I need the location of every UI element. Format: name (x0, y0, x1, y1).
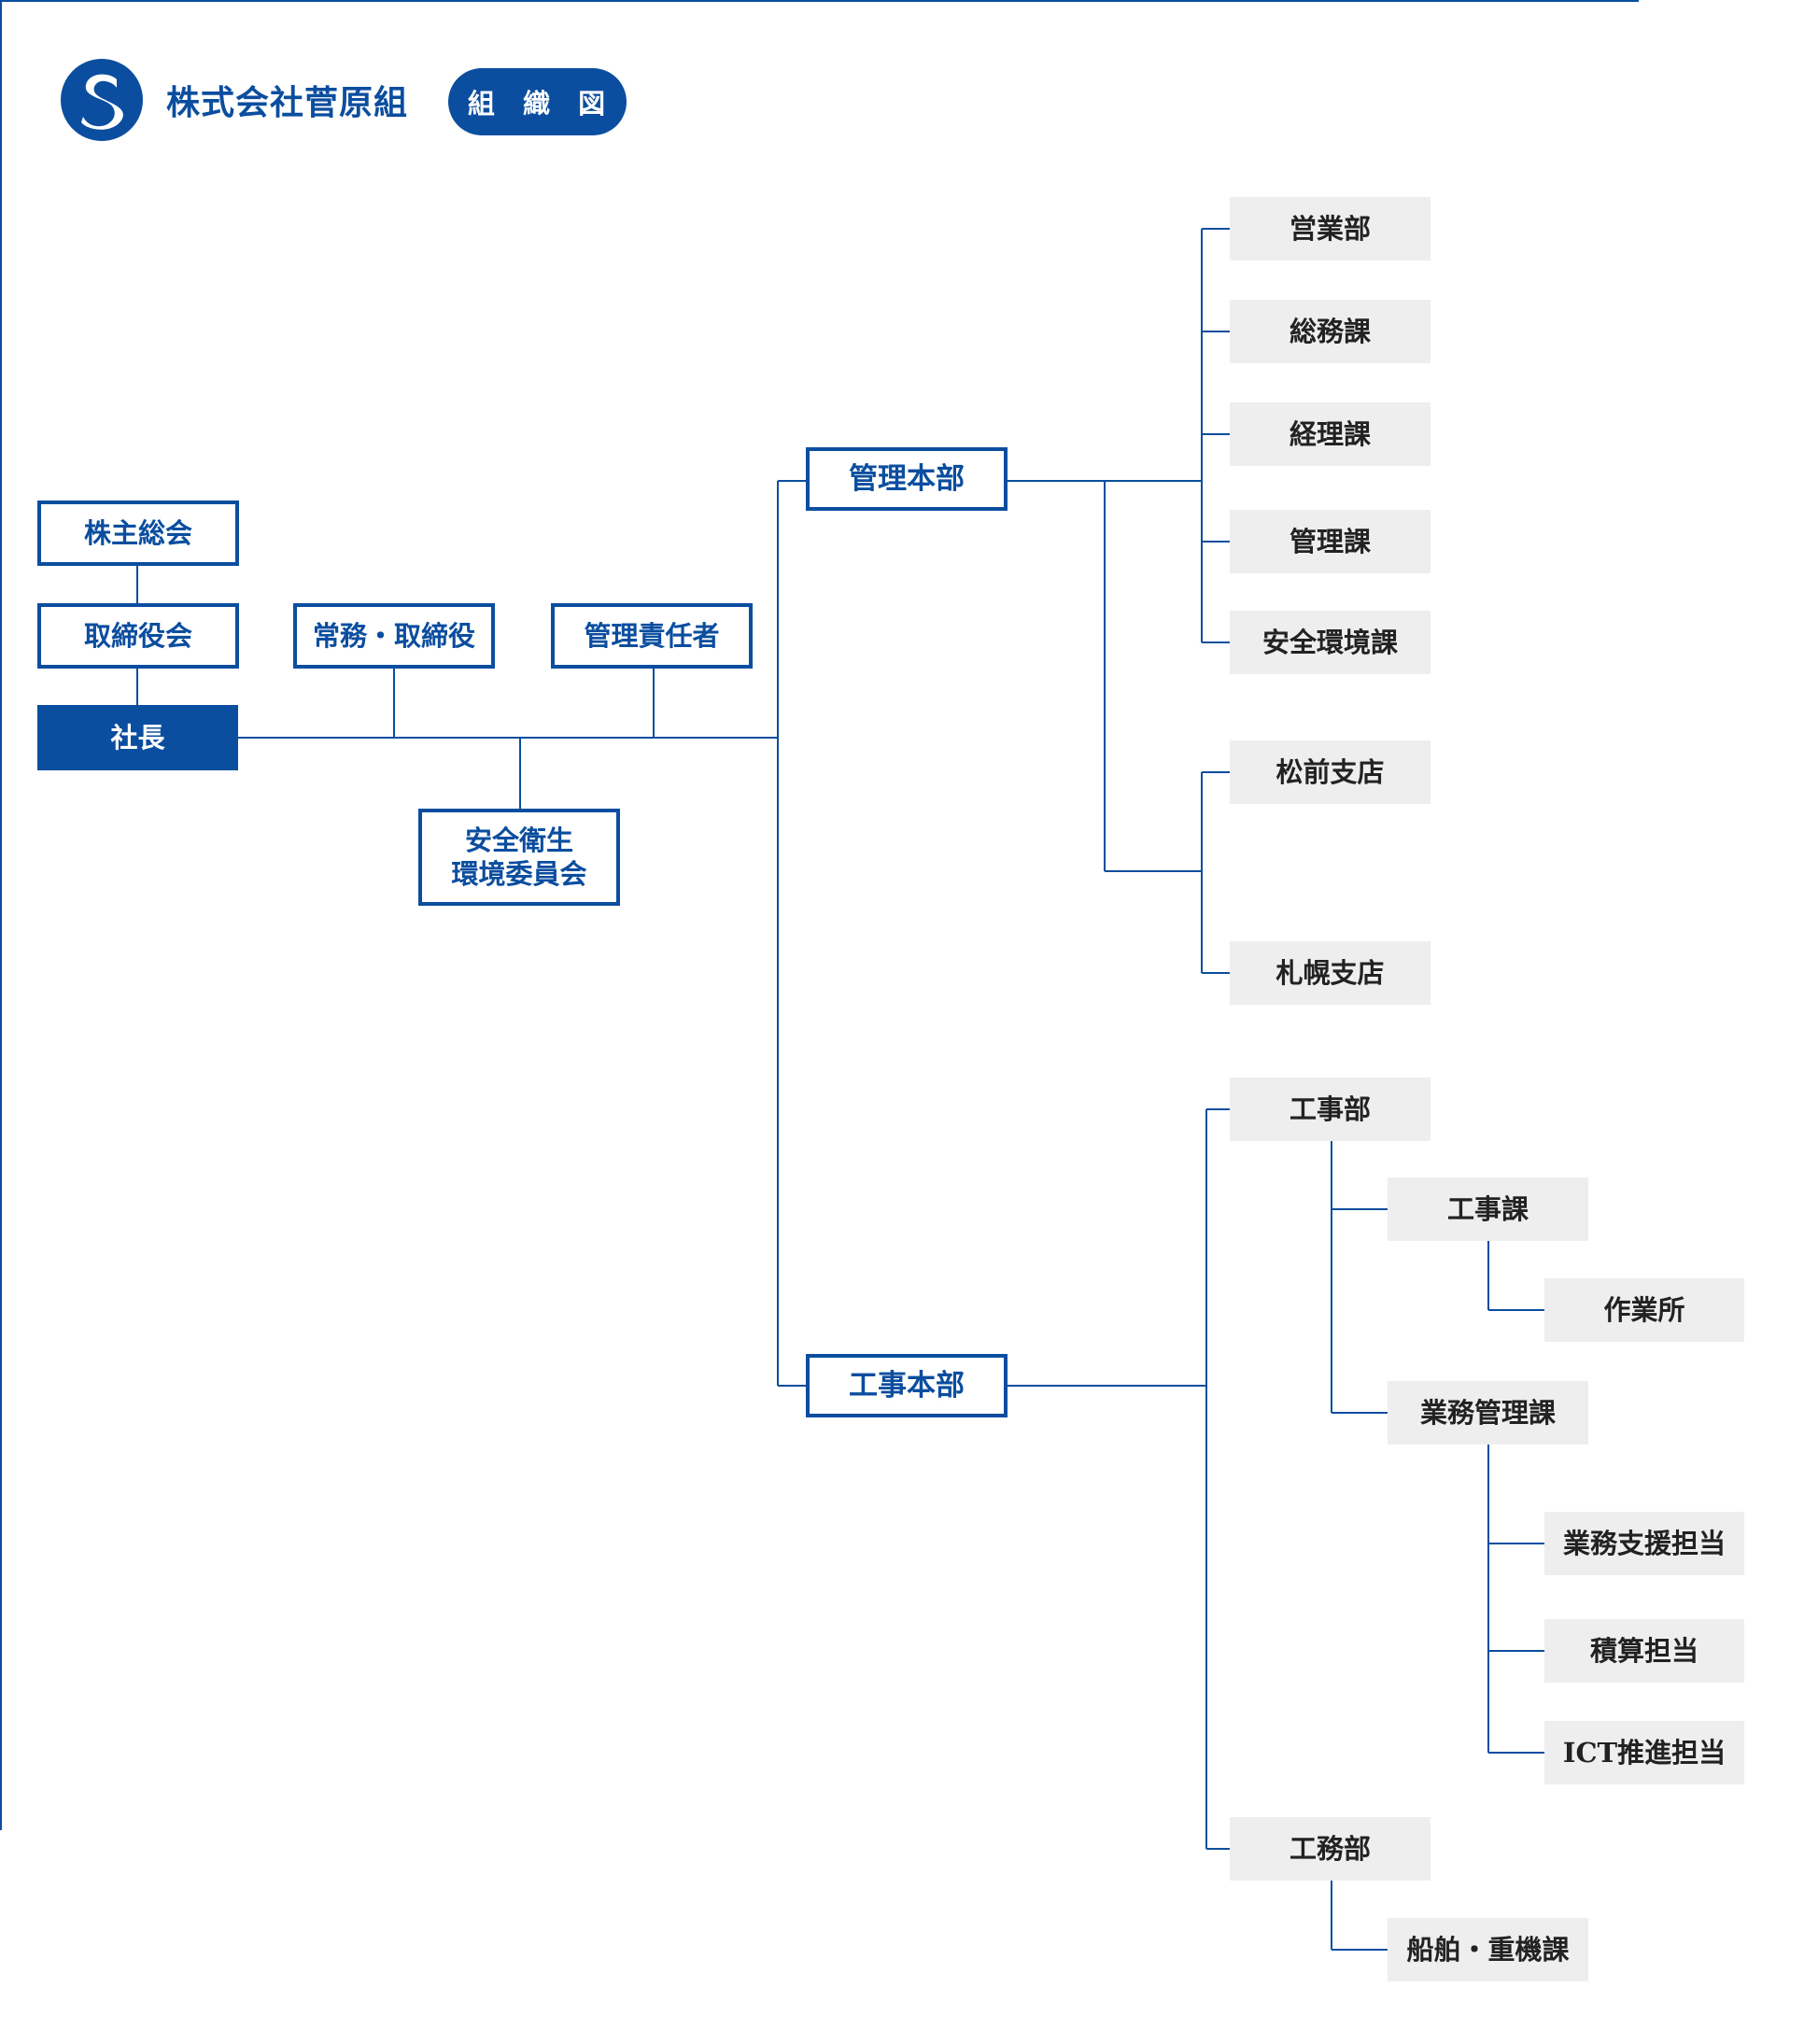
business-management-unit-box: ICT推進担当 (1544, 1721, 1744, 1784)
branch-box: 松前支店 (1230, 740, 1431, 804)
branch-box: 札幌支店 (1230, 941, 1431, 1005)
managing-director-box: 常務・取締役 (293, 603, 495, 669)
frame-top-rule (0, 0, 1639, 2)
construction-dept-box: 工事部 (1230, 1078, 1431, 1141)
worksite-box: 作業所 (1544, 1278, 1744, 1342)
board-of-directors-box: 取締役会 (37, 603, 239, 669)
marine-equipment-section-box: 船舶・重機課 (1388, 1918, 1588, 1981)
construction-headquarters-box: 工事本部 (806, 1354, 1008, 1417)
business-management-section-box: 業務管理課 (1388, 1381, 1588, 1445)
safety-committee-box: 安全衛生 環境委員会 (418, 809, 620, 906)
shareholders-meeting-box: 株主総会 (37, 500, 239, 566)
org-chart-badge: 組 織 図 (448, 68, 627, 135)
admin-unit-box: 総務課 (1230, 300, 1431, 363)
admin-headquarters-box: 管理本部 (806, 447, 1008, 511)
company-name: 株式会社菅原組 (166, 83, 409, 122)
management-officer-box: 管理責任者 (551, 603, 753, 669)
construction-section-box: 工事課 (1388, 1177, 1588, 1241)
president-box: 社長 (37, 705, 238, 770)
admin-unit-box: 安全環境課 (1230, 611, 1431, 674)
business-management-unit-box: 業務支援担当 (1544, 1512, 1744, 1575)
frame-left-rule (0, 0, 2, 1830)
company-s-logo-icon (61, 59, 143, 141)
business-management-unit-box: 積算担当 (1544, 1619, 1744, 1683)
admin-unit-box: 経理課 (1230, 402, 1431, 466)
engineering-dept-box: 工務部 (1230, 1817, 1431, 1881)
admin-unit-box: 管理課 (1230, 510, 1431, 573)
admin-unit-box: 営業部 (1230, 197, 1431, 261)
